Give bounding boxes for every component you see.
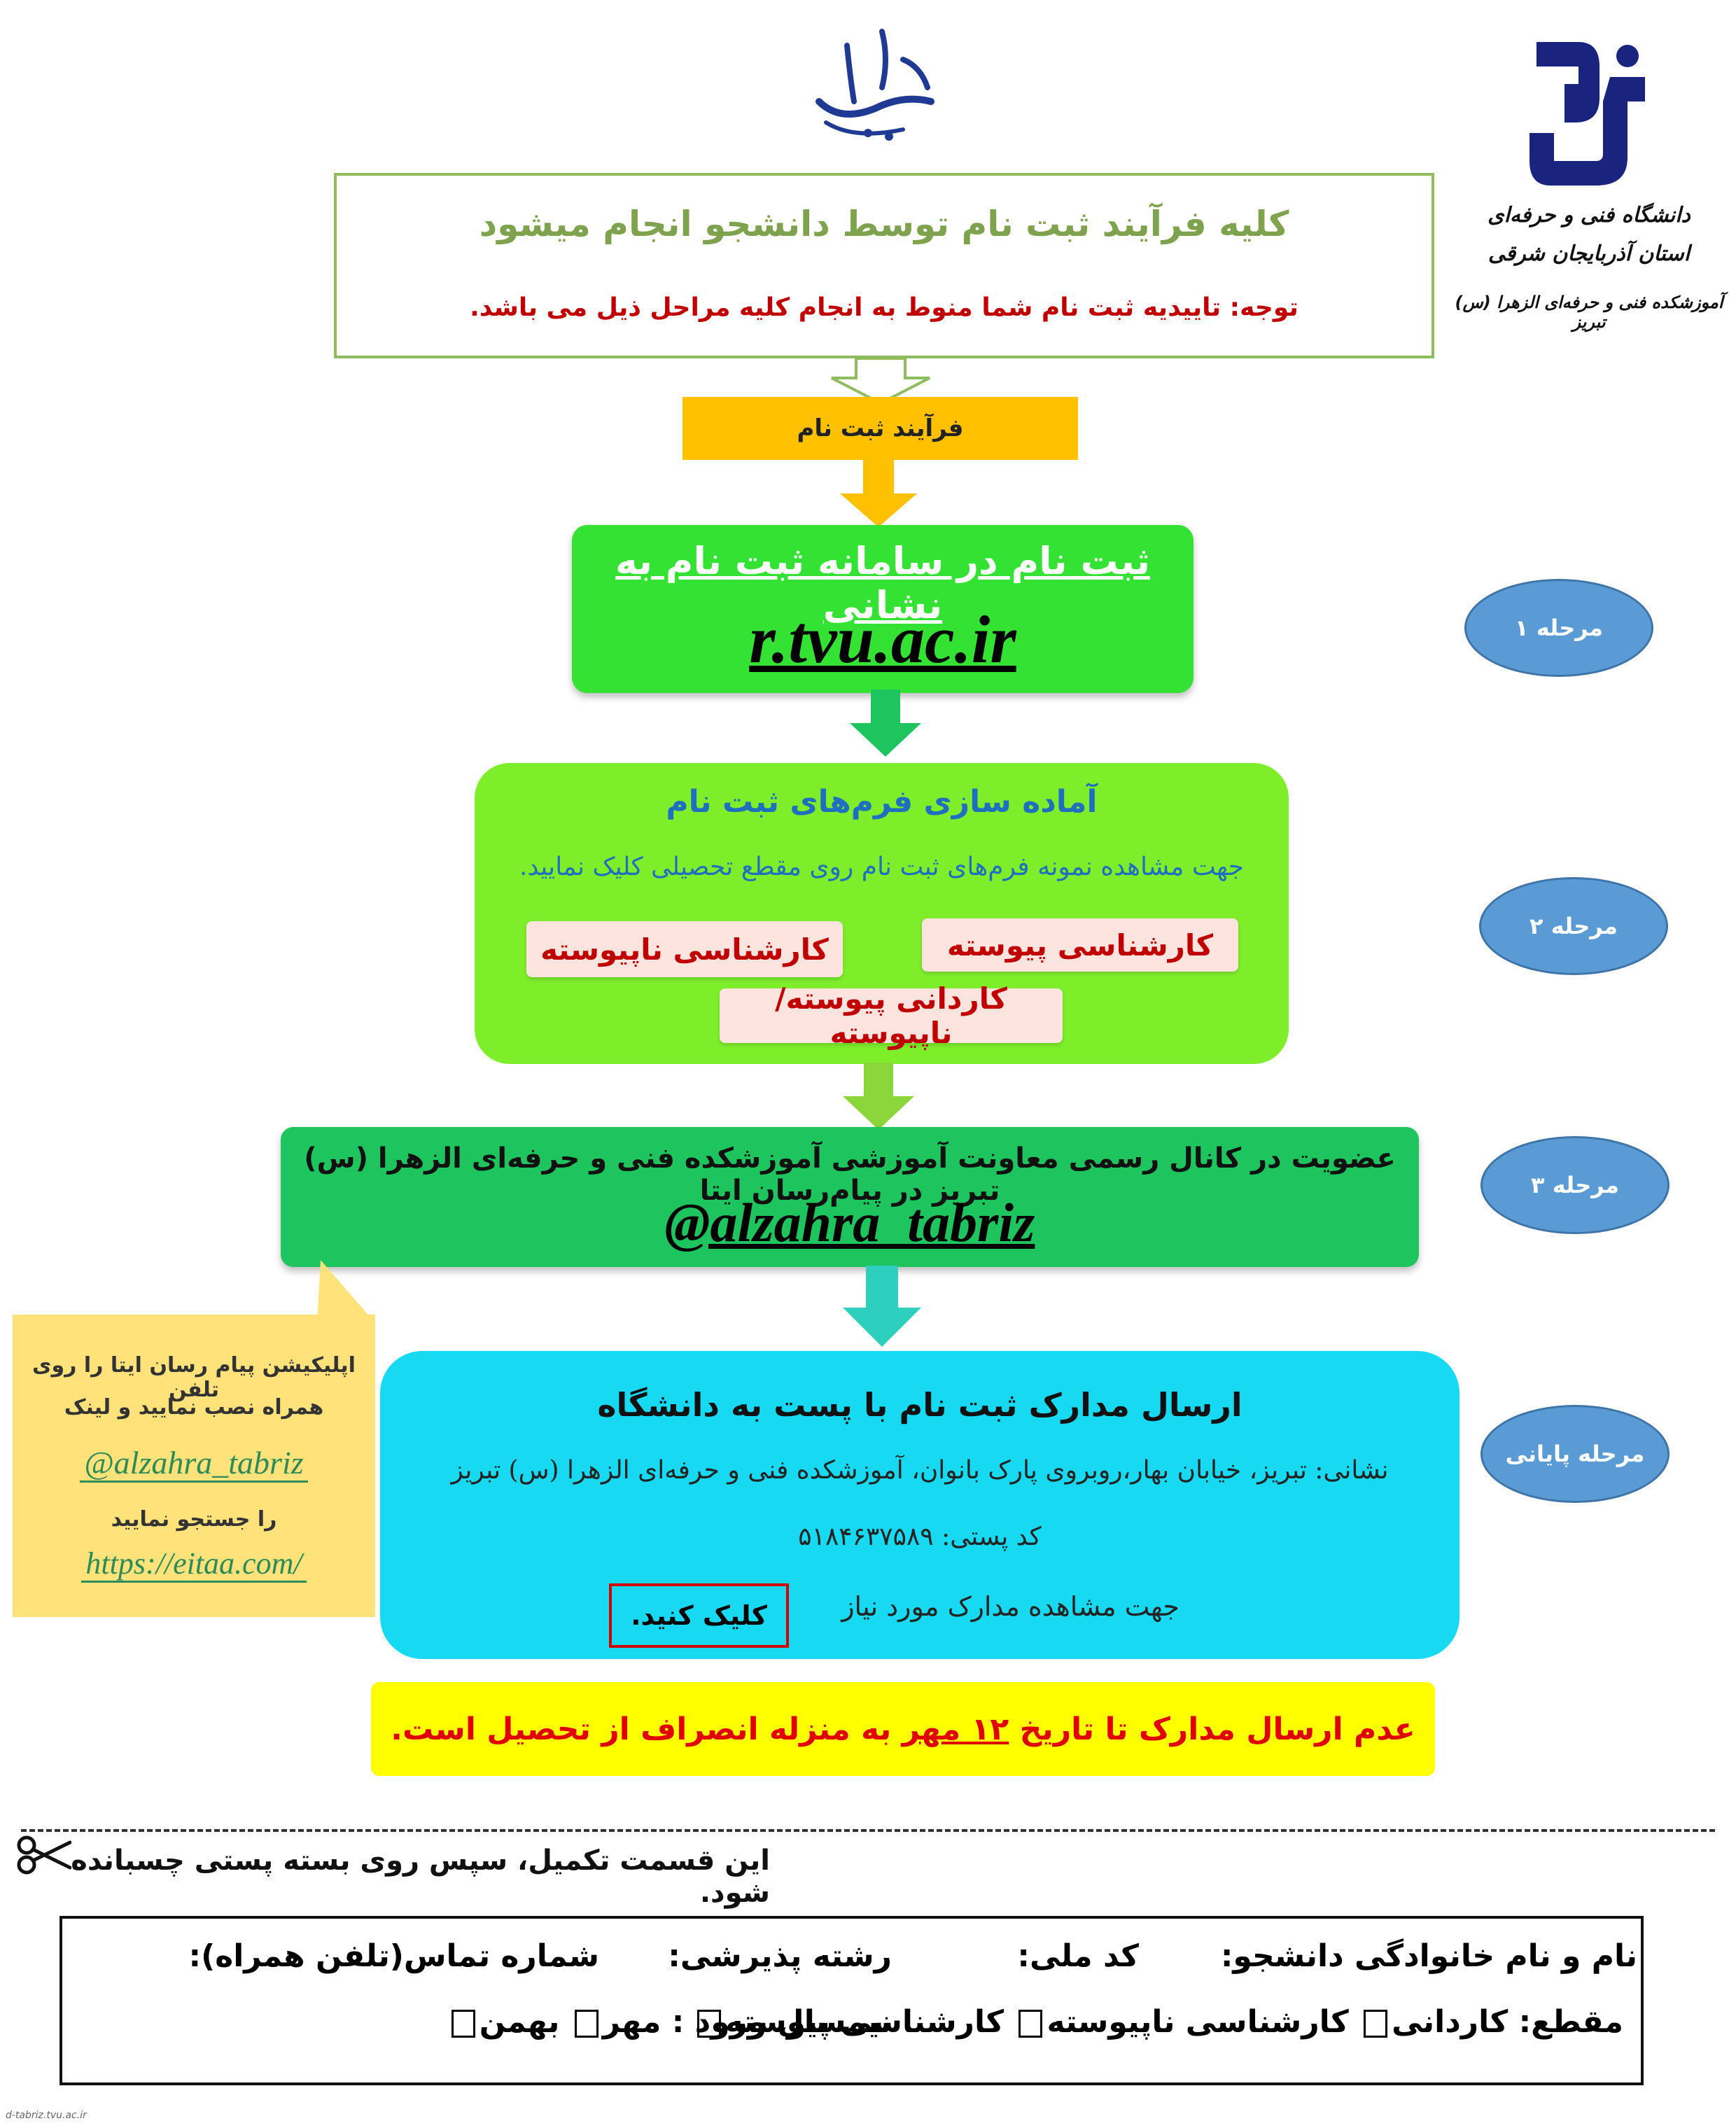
scissors-icon	[15, 1834, 72, 1876]
logo-line-1: دانشگاه فنی و حرفه‌ای	[1488, 203, 1690, 227]
semester-option-bahman: بهمن	[479, 2004, 560, 2040]
postal-code: کد پستی: ۵۱۸۴۶۳۷۵۸۹	[798, 1522, 1042, 1551]
stage-1-oval: مرحله ۱	[1464, 579, 1653, 677]
hollow-down-arrow-icon	[825, 357, 937, 406]
step-1-box: ثبت نام در سامانه ثبت نام به نشانی r.tvu…	[572, 525, 1194, 693]
eitaa-website-link[interactable]: https://eitaa.com/	[13, 1546, 375, 1583]
entry-semester-row: نیمسال ورود : مهر بهمن	[447, 2004, 892, 2040]
degree-level-row: مقطع: کاردانی کارشناسی ناپیوسته کارشناسی…	[693, 2004, 1623, 2040]
callout-line-1: اپلیکیشن پیام رسان ایتا را روی تلفن	[32, 1353, 356, 1402]
registration-url-link[interactable]: r.tvu.ac.ir	[749, 602, 1016, 677]
dashed-cut-line	[21, 1829, 1715, 1832]
checkbox-mehr[interactable]	[574, 2010, 598, 2038]
step-2-title: آماده سازی فرم‌های ثبت نام	[666, 784, 1098, 820]
checkbox-bachelor-continuous[interactable]	[696, 2010, 721, 2038]
level-option-associate: کاردانی	[1392, 2004, 1508, 2040]
semester-option-mehr: مهر	[602, 2004, 662, 2040]
bachelor-continuous-button[interactable]: کارشناسی پیوسته	[922, 918, 1238, 972]
step-2-box: آماده سازی فرم‌های ثبت نام جهت مشاهده نم…	[475, 763, 1289, 1064]
checkbox-associate[interactable]	[1364, 2010, 1388, 2038]
bachelor-noncontinuous-button[interactable]: کارشناسی ناپیوسته	[526, 921, 843, 977]
logo-line-2: استان آذربایجان شرقی	[1488, 241, 1690, 266]
notice-note: توجه: تاییدیه ثبت نام شما منوط به انجام …	[470, 293, 1298, 322]
warning-date: ۱۲ مهر	[902, 1711, 1009, 1747]
footer-source-tag: d-tabriz.tvu.ac.ir	[6, 2110, 87, 2121]
postal-address: نشانی: تبریز، خیابان بهار،روبروی پارک با…	[451, 1456, 1389, 1485]
warning-pre: عدم ارسال مدارک تا تاریخ	[1019, 1711, 1415, 1747]
process-label: فرآیند ثبت نام	[682, 397, 1078, 460]
checkbox-bachelor-noncontinuous[interactable]	[1018, 2010, 1043, 2038]
level-option-bachelor-noncontinuous: کارشناسی ناپیوسته	[1046, 2004, 1349, 2040]
teal-down-arrow-icon	[840, 1266, 924, 1348]
entry-semester-label: نیمسال ورود :	[671, 2004, 892, 2040]
notice-title: کلیه فرآیند ثبت نام توسط دانشجو انجام می…	[479, 204, 1289, 244]
warning-post: به منزله انصراف از تحصیل است.	[391, 1711, 892, 1747]
callout-line-3: را جستجو نمایید	[111, 1507, 277, 1532]
national-id-field: کد ملی:	[1017, 1938, 1139, 1974]
stage-3-oval: مرحله ۳	[1480, 1136, 1670, 1234]
final-step-box: ارسال مدارک ثبت نام با پست به دانشگاه نش…	[380, 1351, 1460, 1659]
student-name-field: نام و نام خانوادگی دانشجو:	[1220, 1938, 1637, 1974]
step-3-title: عضویت در کانال رسمی معاونت آموزشی آموزشک…	[304, 1142, 1396, 1207]
degree-level-label: مقطع:	[1518, 2004, 1623, 2040]
phone-number-field: شماره تماس(تلفن همراه):	[188, 1938, 599, 1974]
orange-down-arrow-icon	[836, 458, 920, 528]
cut-instruction: این قسمت تکمیل، سپس روی بسته پستی چسباند…	[71, 1844, 770, 1909]
callout-tail-icon	[293, 1260, 377, 1323]
step-3-box: عضویت در کانال رسمی معاونت آموزشی آموزشک…	[281, 1127, 1419, 1267]
callout-handle-link[interactable]: @alzahra_tabriz	[13, 1444, 375, 1483]
deadline-warning: عدم ارسال مدارک تا تاریخ ۱۲ مهر به منزله…	[371, 1682, 1435, 1776]
step-1-title: ثبت نام در سامانه ثبت نام به نشانی	[615, 539, 1150, 627]
logo-line-3: آموزشکده فنی و حرفه‌ای الزهرا (س) تبریز	[1455, 293, 1723, 332]
lightgreen-down-arrow-icon	[840, 1063, 917, 1131]
logo-emblem-icon	[1530, 42, 1645, 186]
associate-degree-button[interactable]: کاردانی پیوسته/ناپیوسته	[720, 981, 1063, 1050]
green-down-arrow-icon	[847, 690, 924, 758]
view-documents-link[interactable]: کلیک کنید.	[609, 1583, 789, 1648]
final-step-title: ارسال مدارک ثبت نام با پست به دانشگاه	[597, 1386, 1242, 1424]
stage-2-oval: مرحله ۲	[1479, 877, 1668, 975]
mailing-label-form: نام و نام خانوادگی دانشجو: کد ملی: رشته …	[59, 1916, 1644, 2085]
bismillah-calligraphy: باسمه تعالی	[798, 18, 952, 150]
university-logo: دانشگاه فنی و حرفه‌ای استان آذربایجان شر…	[1449, 28, 1729, 343]
callout-line-2: همراه نصب نمایید و لینک	[64, 1395, 324, 1420]
eitaa-instruction-callout: اپلیکیشن پیام رسان ایتا را روی تلفن همرا…	[13, 1315, 375, 1617]
notice-box: کلیه فرآیند ثبت نام توسط دانشجو انجام می…	[334, 173, 1434, 358]
stage-final-oval: مرحله پایانی	[1480, 1405, 1670, 1503]
eitaa-channel-handle[interactable]: @alzahra_tabriz	[664, 1192, 1035, 1253]
admitted-major-field: رشته پذیرشی:	[668, 1938, 892, 1974]
level-option-bachelor-continuous: کارشناسی پیوسته	[724, 2004, 1004, 2040]
view-documents-text: جهت مشاهده مدارک مورد نیاز	[841, 1591, 1180, 1622]
step-2-description: جهت مشاهده نمونه فرم‌های ثبت نام روی مقط…	[519, 853, 1245, 881]
checkbox-bahman[interactable]	[451, 2010, 475, 2038]
